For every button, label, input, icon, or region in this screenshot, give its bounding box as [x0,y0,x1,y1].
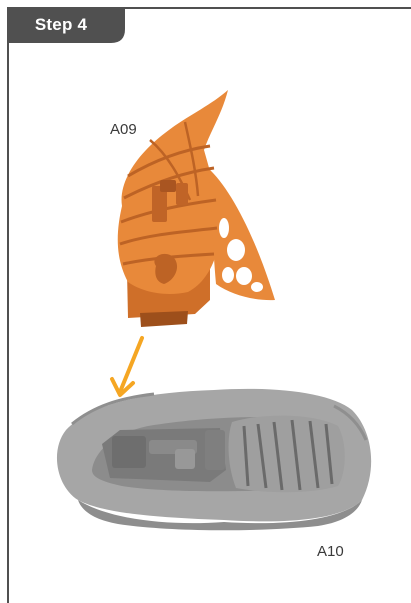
part-label-a10: A10 [317,543,344,560]
down-left-arrow-icon [112,338,142,395]
part-a09-model [118,90,275,327]
part-a10-model [57,389,371,530]
part-label-a09: A09 [110,121,137,138]
